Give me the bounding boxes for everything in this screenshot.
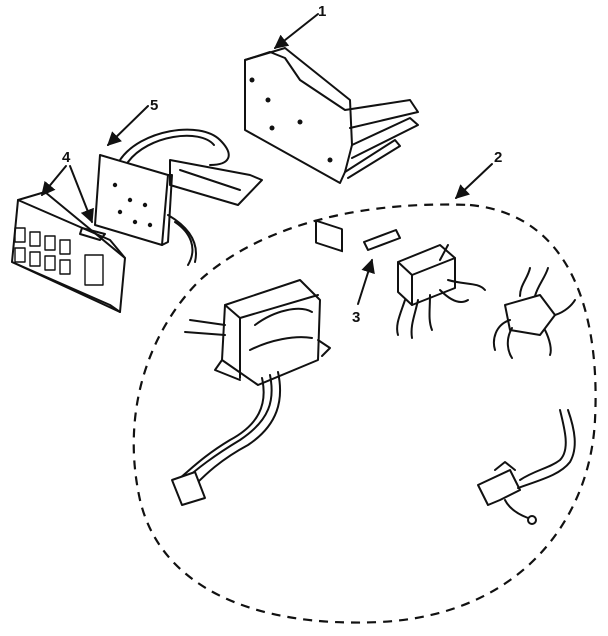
control-circuit-board <box>94 128 263 266</box>
leader-arrow-4b <box>69 165 94 224</box>
relay <box>396 244 486 339</box>
fuse <box>363 229 401 251</box>
mounting-bracket <box>244 47 419 253</box>
callout-3: 3 <box>352 309 360 326</box>
switch-with-leads <box>477 409 576 525</box>
leader-arrow-4a <box>41 165 67 197</box>
callout-1: 1 <box>318 3 326 20</box>
callout-2: 2 <box>494 149 502 166</box>
leader-arrow-3 <box>357 258 375 305</box>
leader-arrow-5 <box>106 105 149 146</box>
leader-arrow-1 <box>273 13 319 49</box>
callout-5: 5 <box>150 97 158 114</box>
connector-block <box>492 267 576 359</box>
part-2-group-outline <box>132 203 597 624</box>
callout-4: 4 <box>62 149 71 166</box>
power-transformer <box>171 279 331 506</box>
leader-arrow-2 <box>454 163 493 199</box>
keypad-display-bezel <box>11 191 126 313</box>
